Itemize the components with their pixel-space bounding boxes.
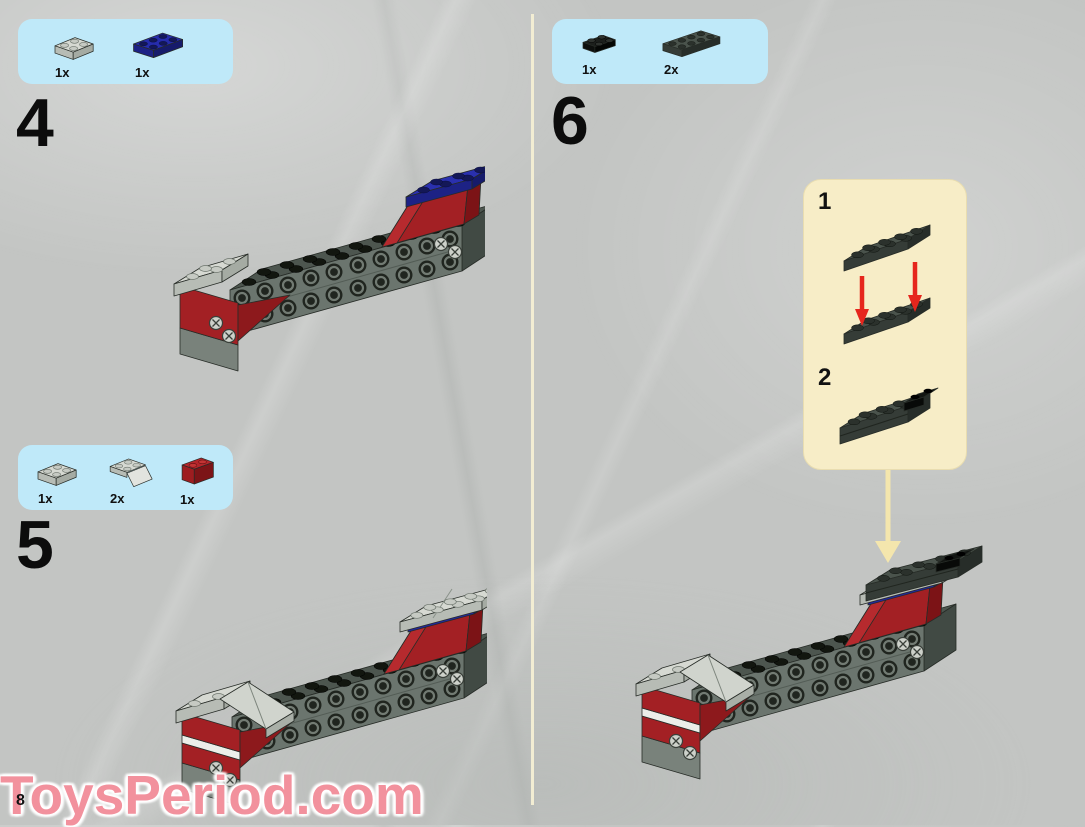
part-qty: 2x [110,491,125,506]
parts-list-item: 1x [26,450,96,506]
step5-number: 5 [16,507,54,583]
light-gray-inverted-slope-icon [109,458,153,487]
page-number: 8 [16,792,25,809]
part-qty: 1x [55,65,70,80]
step4-assembly-image [173,166,485,372]
light-gray-2x2-plate-icon [54,37,94,60]
dark-red-1x2-brick-icon [181,457,214,485]
parts-list-item: 2x [652,23,742,77]
step6-assembly-image [635,545,983,780]
step4-parts-box: 1x 1x [18,19,233,84]
watermark: ToysPeriod.com [0,764,424,826]
step6-callout-box: 1 2 [803,179,967,470]
parts-list-item: 1x [43,24,113,80]
part-qty: 1x [582,62,597,77]
callout-substep1-image [843,224,931,345]
parts-list-item: 1x [168,451,228,507]
dark-gray-2x4-plate-icon [662,30,721,58]
callout-arrow [875,470,901,563]
step5-parts-box: 1x 2x 1x [18,445,233,510]
callout-substep2-number: 2 [818,364,832,391]
callout-substep2-image [839,387,939,445]
part-qty: 1x [180,492,195,507]
parts-list-item: 1x [570,27,634,77]
part-qty: 1x [38,491,53,506]
black-1x2-plate-icon [582,34,616,53]
column-divider [531,14,534,805]
part-qty: 2x [664,62,679,77]
step5-assembly-image [175,587,487,807]
parts-list-item: 2x [98,448,168,506]
callout-substep1-number: 1 [818,188,832,215]
part-qty: 1x [135,65,150,80]
blue-2x3-plate-icon [133,32,183,58]
parts-list-item: 1x [123,24,201,80]
step4-number: 4 [16,85,54,161]
step6-parts-box: 1x 2x [552,19,768,84]
step6-number: 6 [551,83,589,159]
light-gray-2x2-plate-icon [37,463,77,486]
